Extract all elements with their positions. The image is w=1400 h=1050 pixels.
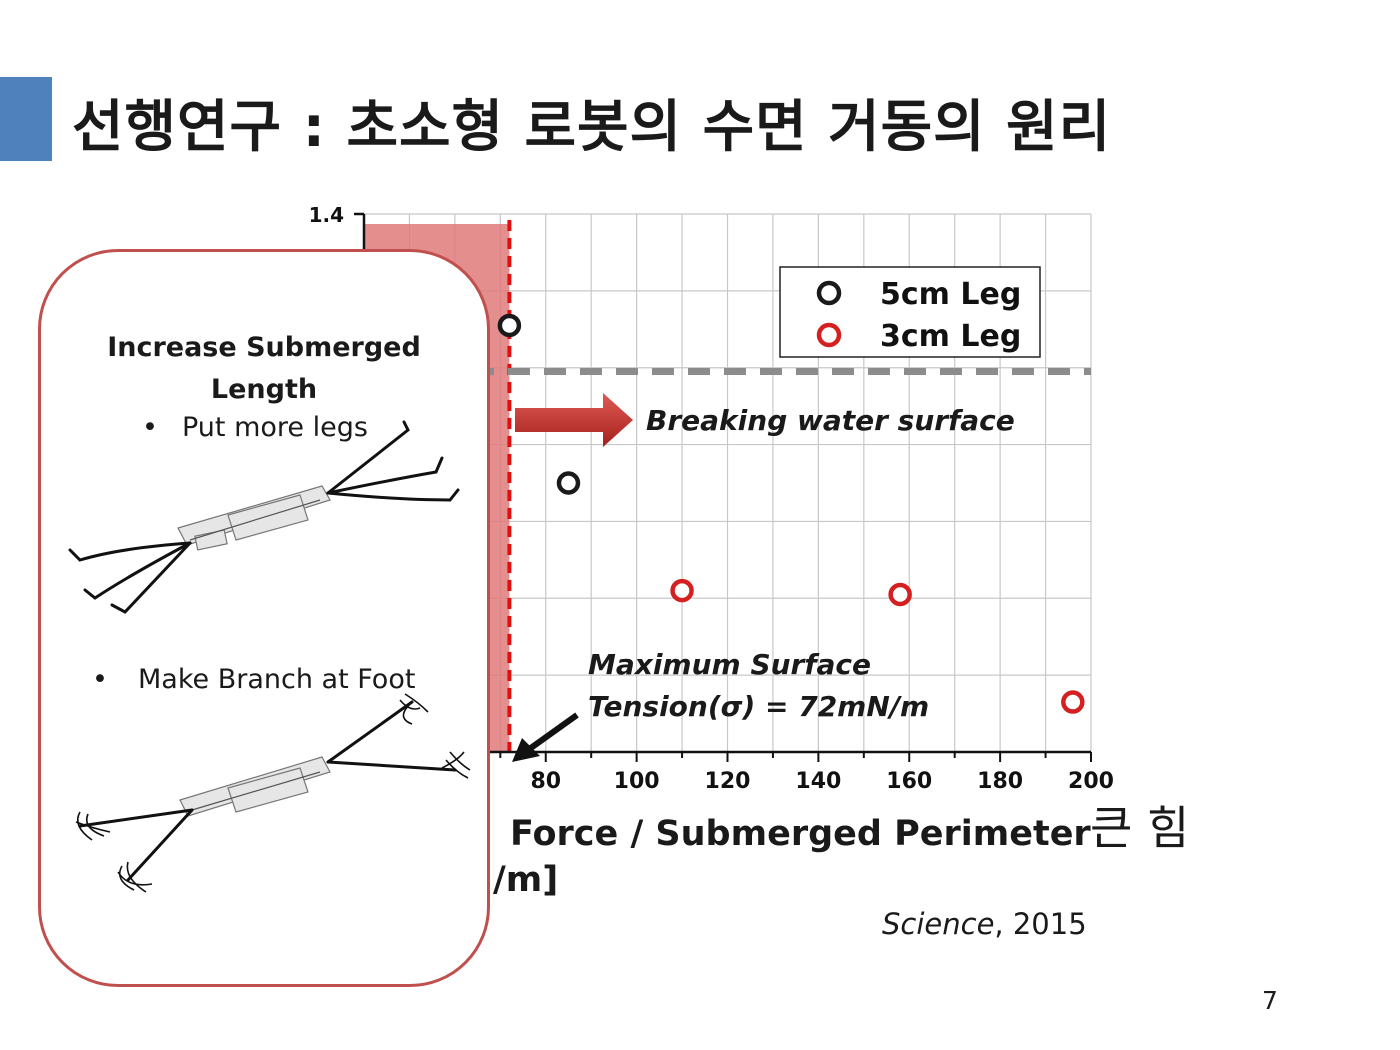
data-point-3cm-leg xyxy=(1061,690,1085,714)
citation-year: , 2015 xyxy=(994,907,1087,941)
citation-journal: Science xyxy=(882,907,995,941)
robot-branch-image xyxy=(179,756,331,817)
title-accent-bar xyxy=(0,77,52,161)
annotation-arrows xyxy=(512,393,633,762)
bullet-more-legs: • Put more legs xyxy=(142,412,368,443)
bullet-branch-foot-text: Make Branch at Foot xyxy=(138,664,416,695)
tension-pointer-head xyxy=(512,738,540,762)
y-tick-label-top: 1.4 xyxy=(309,203,344,227)
legend-label: 5cm Leg xyxy=(880,277,1021,312)
robot-more-legs-image xyxy=(177,485,331,551)
x-axis-title-part2: /m] xyxy=(493,860,559,900)
max-tension-annotation-line1: Maximum Surface xyxy=(588,648,872,681)
x-tick-label: 100 xyxy=(614,769,660,794)
bullet-more-legs-text: Put more legs xyxy=(182,412,368,443)
robot-more-legs-legs xyxy=(68,420,460,614)
bullet-dot: • xyxy=(92,664,108,695)
callout-panel xyxy=(38,249,490,987)
chart-legend: 5cm Leg 3cm Leg xyxy=(779,266,1041,358)
slide-title: 선행연구 : 초소형 로봇의 수면 거동의 원리 xyxy=(72,95,1112,160)
legend-marker xyxy=(816,280,842,306)
breaking-arrow xyxy=(515,393,633,447)
legend-label: 3cm Leg xyxy=(880,319,1021,354)
x-tick-labels: 80 100 120 140 160 180 200 xyxy=(363,752,1114,794)
data-point-5cm-leg xyxy=(556,471,581,495)
legend-marker xyxy=(816,322,842,348)
callout-heading: Increase Submerged Length xyxy=(107,332,421,405)
data-point-5cm-leg xyxy=(497,313,522,338)
max-tension-annotation-line2: Tension(σ) = 72mN/m xyxy=(588,690,930,723)
foot-branches xyxy=(75,693,471,893)
data-points xyxy=(497,313,1085,714)
tension-pointer-shaft xyxy=(526,712,579,753)
data-point-3cm-leg xyxy=(888,582,912,607)
data-point-3cm-leg xyxy=(670,578,694,603)
bullet-dot: • xyxy=(142,412,158,443)
chart-grid xyxy=(363,213,1092,753)
x-tick-label: 140 xyxy=(795,769,841,794)
breaking-annotation: Breaking water surface xyxy=(646,404,1015,437)
x-tick-label: 120 xyxy=(705,769,751,794)
x-tick-label: 180 xyxy=(977,769,1023,794)
x-tick-label: 200 xyxy=(1068,769,1114,794)
robot-branch-legs xyxy=(78,700,457,882)
x-tick-label: 160 xyxy=(886,769,932,794)
x-axis-title-part1: Force / Submerged Perimeter xyxy=(510,814,1091,854)
page-number: 7 xyxy=(1262,986,1278,1015)
strong-force-label: 큰 힘 xyxy=(1090,801,1190,855)
x-tick-label: 80 xyxy=(530,769,561,794)
citation: Science, 2015 xyxy=(882,907,1087,941)
bullet-branch-foot: • Make Branch at Foot xyxy=(92,664,415,695)
